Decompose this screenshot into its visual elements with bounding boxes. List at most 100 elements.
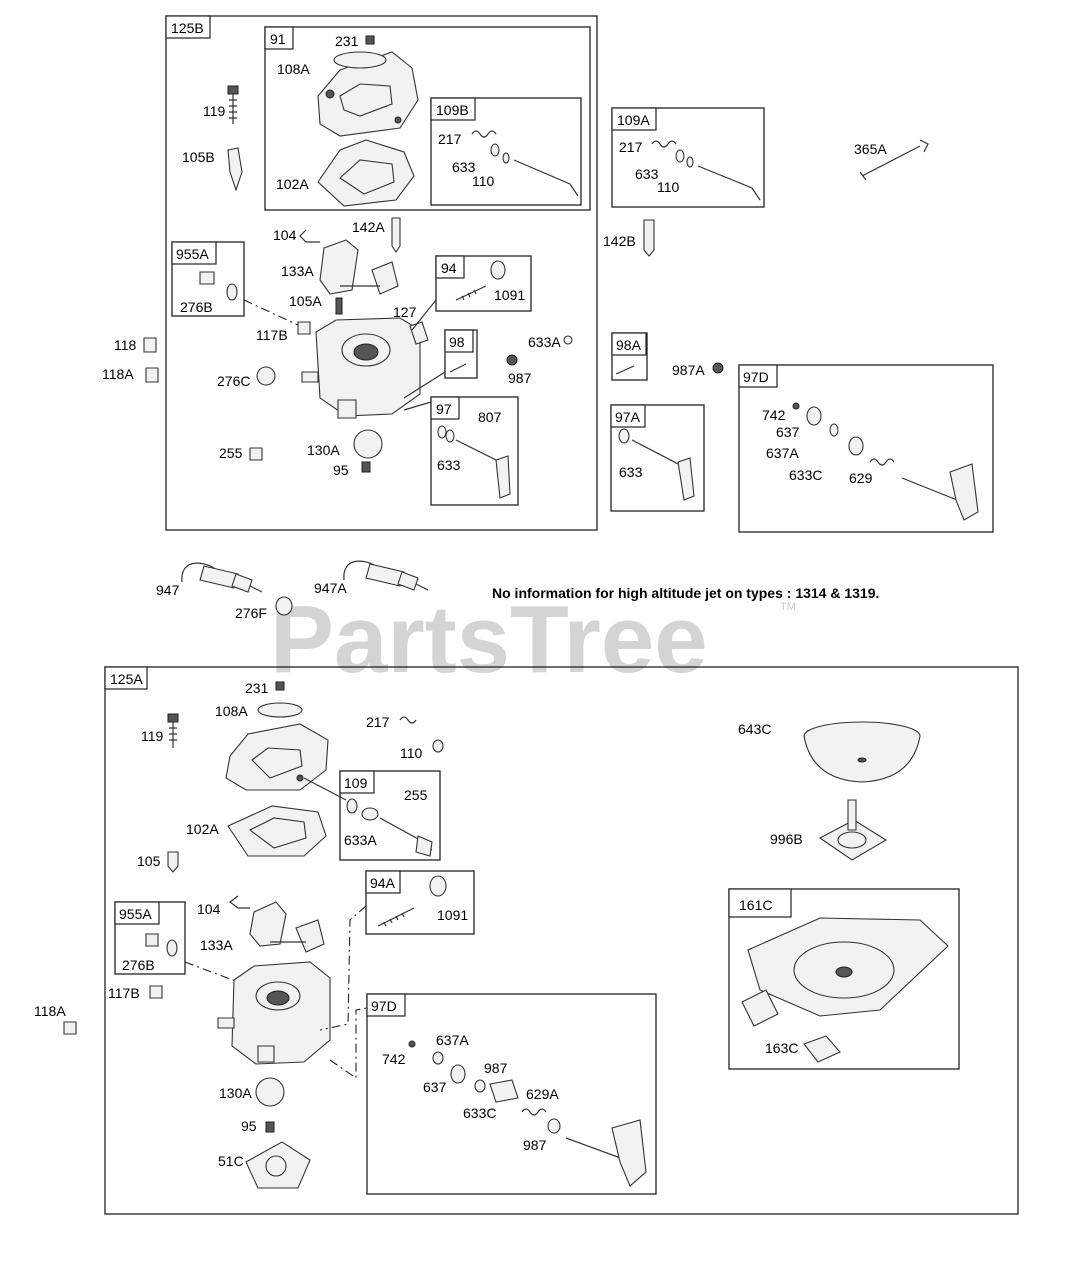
label-1091: 1091: [494, 287, 525, 303]
label-110: 110: [472, 173, 495, 189]
label-105A: 105A: [289, 293, 322, 309]
label-133A-bottom: 133A: [200, 937, 233, 953]
screw-98-part: [449, 363, 467, 373]
label-95: 95: [333, 462, 349, 478]
group-label-97D-top: 97D: [743, 369, 769, 385]
shaft-110-part: [513, 159, 579, 197]
group-91: 91: [264, 26, 591, 211]
spring-109A-part: [651, 140, 677, 148]
needle-142B-part: [643, 219, 655, 257]
label-637A: 637A: [766, 445, 799, 461]
screw-118A-part: [145, 367, 159, 383]
group-label-98A: 98A: [616, 337, 642, 353]
part-987A: [712, 362, 724, 374]
label-637A-bottom: 637A: [436, 1032, 469, 1048]
group-97D-top: 97D: [738, 364, 994, 533]
group-label-109B: 109B: [436, 102, 469, 118]
group-label-109A: 109A: [617, 112, 650, 128]
group-109A: 109A: [611, 107, 765, 208]
label-1091-bottom: 1091: [437, 907, 468, 923]
group-98: 98: [444, 329, 478, 379]
label-633A: 633A: [528, 334, 561, 350]
float-133A-bottom-part: [249, 901, 325, 953]
solenoid-947A-part: [343, 560, 429, 591]
needle-105A-part: [335, 297, 343, 315]
label-118A: 118A: [102, 366, 134, 382]
group-98A: 98A: [611, 332, 648, 381]
shaft-109A-part: [697, 165, 761, 201]
label-142B: 142B: [603, 233, 636, 249]
label-633A-bottom: 633A: [344, 832, 377, 848]
label-217-109A: 217: [619, 139, 643, 155]
label-104: 104: [273, 227, 297, 243]
label-742: 742: [762, 407, 786, 423]
label-231-bottom: 231: [245, 680, 269, 696]
label-51C: 51C: [218, 1153, 244, 1169]
needle-105-part: [167, 851, 179, 873]
label-633-97: 633: [437, 457, 461, 473]
label-987-bottom: 987: [484, 1060, 508, 1076]
group-94A: 94A: [365, 870, 475, 935]
group-label-94: 94: [441, 260, 457, 276]
label-231: 231: [335, 33, 359, 49]
group-97D-bottom: 97D: [366, 993, 657, 1195]
group-109B: 109B: [430, 97, 582, 206]
label-163C: 163C: [765, 1040, 798, 1056]
label-110-109A: 110: [657, 179, 680, 195]
screw-118A-bottom-part: [63, 1021, 77, 1035]
label-133A: 133A: [281, 263, 314, 279]
altitude-jet-note: No information for high altitude jet on …: [492, 585, 879, 601]
label-104-bottom: 104: [197, 901, 221, 917]
label-742-bottom: 742: [382, 1051, 406, 1067]
solenoid-947-part: [181, 562, 263, 593]
spring-217-bottom-part: [399, 716, 417, 724]
label-130A: 130A: [307, 442, 340, 458]
spring-1091-part: [490, 260, 506, 280]
carburetor-cover-part: [317, 51, 419, 137]
bolt-365A-part: [859, 139, 929, 181]
clip-104-bottom-part: [229, 895, 250, 909]
carburetor-cover-bottom-part: [225, 723, 329, 791]
group-label-109: 109: [344, 775, 368, 791]
label-130A-bottom: 130A: [219, 1085, 252, 1101]
label-119: 119: [203, 103, 226, 119]
washer-633-part: [490, 143, 500, 157]
group-label-955A-bottom: 955A: [119, 906, 152, 922]
washer-276B-part: [226, 283, 238, 301]
group-161C: 161C: [728, 888, 960, 1070]
group-94: 94: [435, 255, 532, 312]
group-label-91: 91: [270, 31, 286, 47]
diaphragm-130A-part: [353, 429, 383, 459]
label-637-bottom: 637: [423, 1079, 447, 1095]
clip-104-part: [299, 229, 320, 243]
gasket-276F-part: [275, 596, 293, 616]
group-label-94A: 94A: [370, 875, 396, 891]
label-276F: 276F: [235, 605, 267, 621]
cup-643C-part: [803, 721, 921, 783]
label-276B-bottom: 276B: [122, 957, 155, 973]
label-365A: 365A: [854, 141, 887, 157]
group-97: 97: [430, 396, 519, 506]
label-629A-bottom: 629A: [526, 1086, 559, 1102]
group-label-955A-top: 955A: [176, 246, 209, 262]
label-987: 987: [508, 370, 532, 386]
label-110-bottom: 110: [400, 745, 423, 761]
group-125A: 125A: [104, 666, 1019, 1215]
label-633C: 633C: [789, 467, 822, 483]
label-105B: 105B: [182, 149, 215, 165]
label-633C-bottom: 633C: [463, 1105, 496, 1121]
label-105: 105: [137, 853, 161, 869]
label-95-bottom: 95: [241, 1118, 257, 1134]
screw-119-bottom-part: [167, 713, 179, 748]
label-633-97A: 633: [619, 464, 643, 480]
screw-95-part: [361, 461, 371, 473]
screw-231-part: [365, 35, 375, 45]
screw-118-part: [143, 337, 157, 353]
label-987-bottom-2: 987: [523, 1137, 547, 1153]
label-987A: 987A: [672, 362, 705, 378]
group-97A: 97A: [610, 404, 705, 512]
label-255: 255: [219, 445, 243, 461]
screw-94A-part: [377, 907, 415, 927]
label-947: 947: [156, 582, 180, 598]
label-947A: 947A: [314, 580, 347, 596]
